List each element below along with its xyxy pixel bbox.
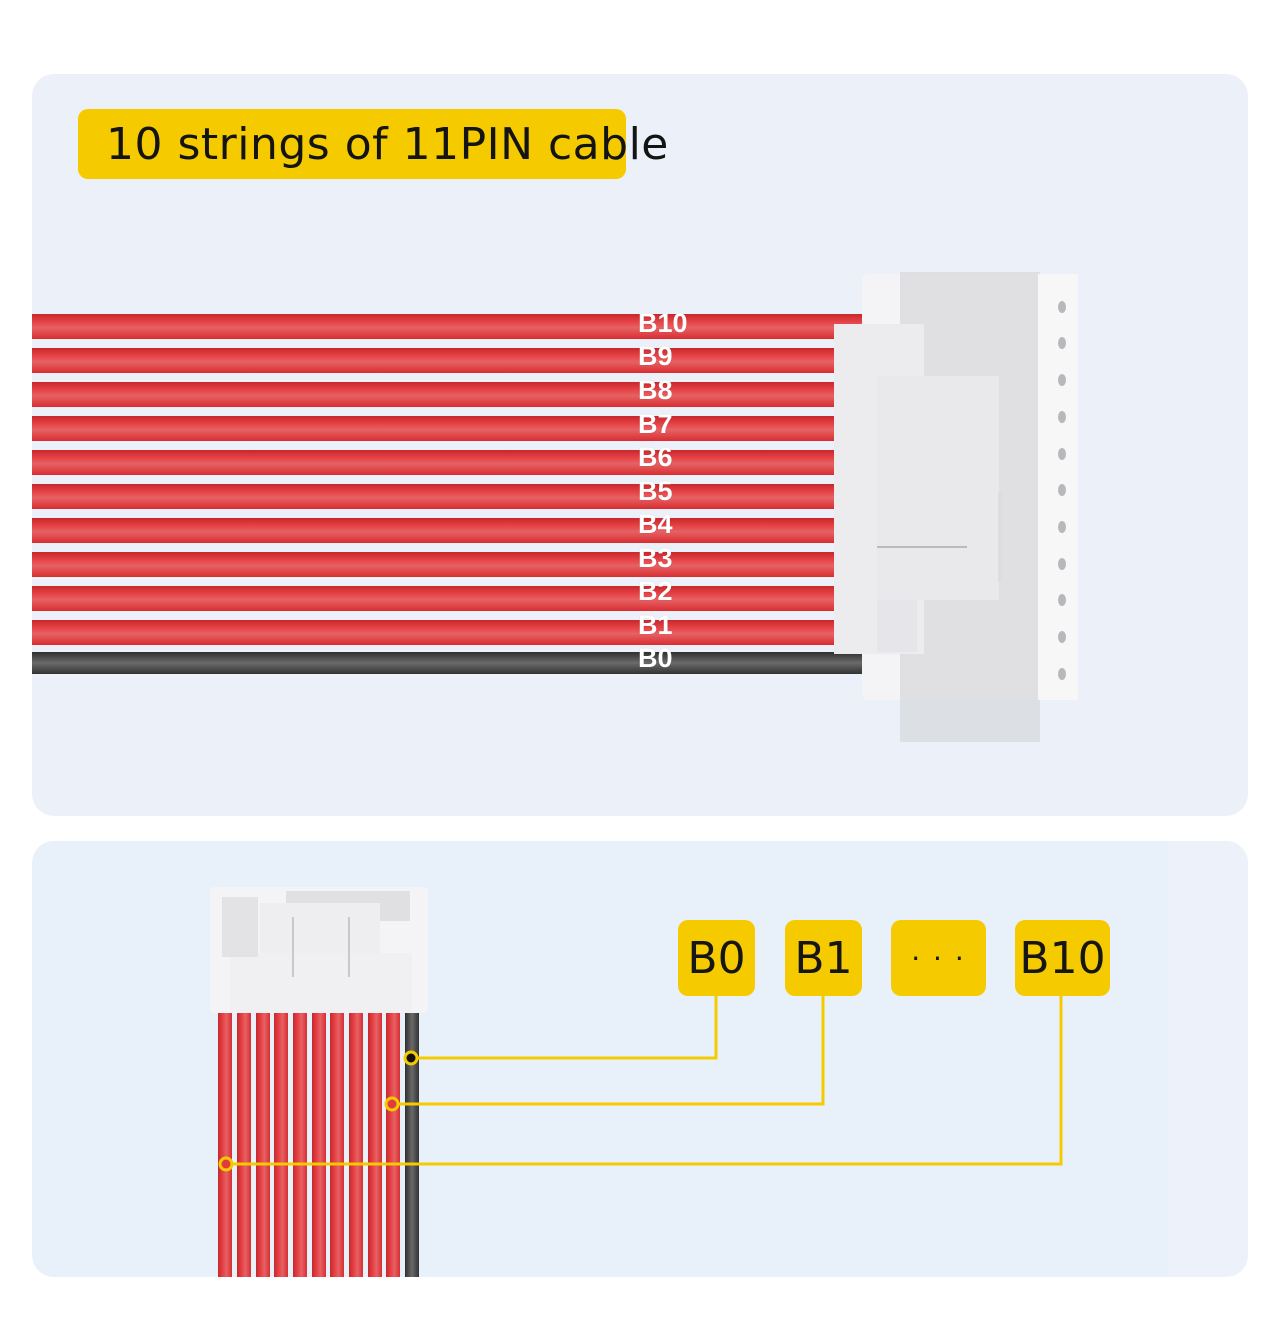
wire-label-b0: B0 xyxy=(638,643,673,673)
vertical-connector xyxy=(210,887,428,1013)
wire-label-b7: B7 xyxy=(638,409,673,439)
callout-lines xyxy=(226,996,1063,1166)
wire-label-b1: B1 xyxy=(638,610,673,640)
wire-label-b6: B6 xyxy=(638,442,673,472)
wires xyxy=(32,314,862,674)
wire-label-b9: B9 xyxy=(638,341,673,371)
wire-label-b5: B5 xyxy=(638,476,673,506)
pin-holes xyxy=(1058,301,1066,680)
panel-edge-shade xyxy=(1168,841,1248,1277)
vertical-cable-illustration xyxy=(210,887,1063,1277)
wire-label-b10: B10 xyxy=(638,308,688,338)
tag-b10: B10 xyxy=(1015,920,1110,996)
tag-b1: B1 xyxy=(785,920,862,996)
wire-label-b4: B4 xyxy=(638,509,673,539)
wire-label-b2: B2 xyxy=(638,576,673,606)
bottom-panel: B0 B1 · · · B10 xyxy=(32,841,1248,1277)
top-panel: 10 strings of 11PIN cable xyxy=(32,74,1248,816)
tag-b0: B0 xyxy=(678,920,755,996)
wire-label-b8: B8 xyxy=(638,375,673,405)
title-badge: 10 strings of 11PIN cable xyxy=(78,109,668,179)
horizontal-cable-illustration xyxy=(32,272,1078,742)
tag-ellipsis: · · · xyxy=(891,920,986,996)
callout-dots xyxy=(218,1050,419,1172)
title-text: 10 strings of 11PIN cable xyxy=(106,118,669,170)
connector xyxy=(834,272,1078,742)
vertical-wires xyxy=(218,1011,419,1277)
wire-label-b3: B3 xyxy=(638,543,673,573)
